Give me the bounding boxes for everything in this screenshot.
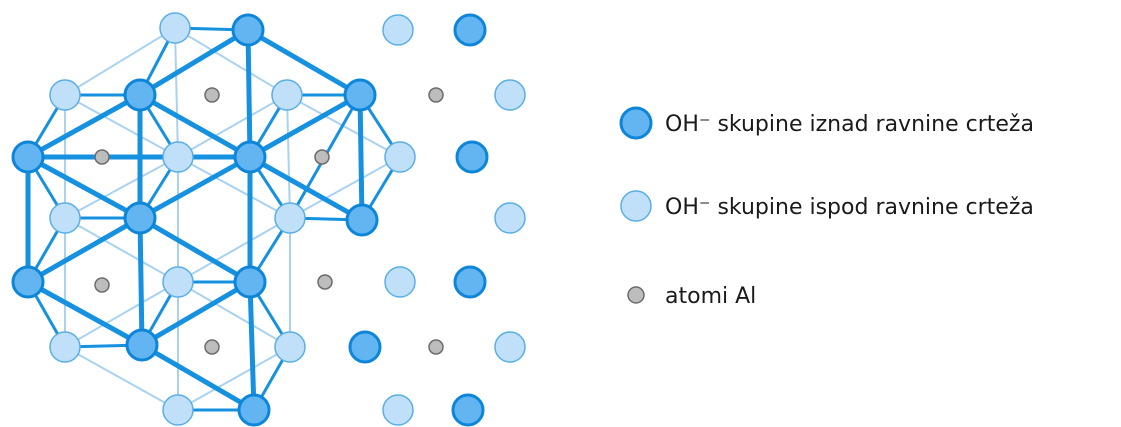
oh-lower-atom <box>382 14 414 46</box>
oh-lower-atom <box>274 202 306 234</box>
oh-upper-atom <box>233 265 267 299</box>
oh-upper-atom <box>343 78 377 112</box>
lower-bond <box>64 94 179 158</box>
oh-lower-atom <box>162 141 194 173</box>
oh-lower-atom <box>49 202 81 234</box>
oh-lower-atom <box>49 79 81 111</box>
oh-lower-atom <box>162 394 194 426</box>
upper-bond <box>137 215 145 348</box>
al-atom <box>317 274 333 290</box>
upper-bond <box>137 92 253 160</box>
upper-bond <box>137 27 251 98</box>
upper-bond <box>137 215 253 285</box>
oh-lower-legend-marker <box>620 190 652 222</box>
oh-upper-atom <box>237 393 271 427</box>
upper-bond <box>25 215 143 285</box>
upper-bond <box>25 279 145 348</box>
atoms-layer <box>11 12 526 427</box>
oh-upper-atom <box>125 328 159 362</box>
oh-lower-atom <box>494 331 526 363</box>
al-legend-marker <box>627 286 645 304</box>
lower-bond <box>64 346 179 411</box>
lower-bond <box>177 156 291 219</box>
lower-bond <box>177 281 291 348</box>
upper-bond <box>139 279 253 348</box>
lower-bond <box>289 156 401 219</box>
oh-lower-atom <box>382 394 414 426</box>
al-atom <box>204 87 220 103</box>
lower-bond <box>174 27 179 158</box>
al-atom <box>94 149 110 165</box>
oh-lower-atom <box>384 141 416 173</box>
lower-bond <box>177 346 291 411</box>
oh-upper-atom <box>345 203 379 237</box>
oh-upper-atom <box>123 201 157 235</box>
lower-bond <box>174 27 288 96</box>
oh-upper-legend-marker <box>619 106 653 140</box>
oh-lower-atom <box>384 266 416 298</box>
upper-bond <box>357 92 365 223</box>
lower-bond <box>64 281 179 348</box>
al-atom <box>314 149 330 165</box>
legend-label-oh-lower: OH⁻ skupine ispod ravnine crteža <box>665 195 1034 220</box>
oh-upper-atom <box>11 140 45 174</box>
upper-bond <box>25 92 143 160</box>
upper-bond <box>247 154 365 223</box>
lower-bond <box>177 217 291 283</box>
al-atom <box>428 339 444 355</box>
oh-upper-atom <box>123 78 157 112</box>
al-atom <box>428 87 444 103</box>
oh-upper-atom <box>11 265 45 299</box>
al-atom <box>94 277 110 293</box>
oh-lower-atom <box>494 202 526 234</box>
upper-bond <box>137 154 253 221</box>
legend-label-oh-upper: OH⁻ skupine iznad ravnine crteža <box>665 112 1034 137</box>
oh-lower-atom <box>159 12 191 44</box>
oh-upper-atom <box>348 330 382 364</box>
legend-item-oh-lower: OH⁻ skupine ispod ravnine crteža <box>620 190 1034 222</box>
oh-upper-atom <box>233 140 267 174</box>
upper-bond <box>139 342 257 413</box>
legend-label-al: atomi Al <box>665 284 756 309</box>
oh-upper-atom <box>453 265 487 299</box>
lower-bonds-layer <box>64 27 401 411</box>
oh-lower-atom <box>274 331 306 363</box>
upper-bond <box>245 27 253 160</box>
oh-lower-atom <box>494 79 526 111</box>
lower-bond <box>64 217 179 283</box>
legend: OH⁻ skupine iznad ravnine crteža OH⁻ sku… <box>619 106 1034 309</box>
lower-bond <box>177 94 288 158</box>
legend-item-oh-upper: OH⁻ skupine iznad ravnine crteža <box>619 106 1034 140</box>
oh-upper-atom <box>455 140 489 174</box>
oh-lower-atom <box>271 79 303 111</box>
oh-upper-atom <box>453 13 487 47</box>
upper-bond <box>247 279 257 413</box>
upper-bond <box>245 27 363 98</box>
lower-bond <box>64 156 179 219</box>
oh-upper-atom <box>451 393 485 427</box>
lower-bond <box>64 27 176 96</box>
oh-lower-atom <box>49 331 81 363</box>
upper-bond <box>247 92 363 160</box>
legend-item-al: atomi Al <box>627 284 756 309</box>
oh-upper-atom <box>231 13 265 47</box>
upper-bond <box>25 154 143 221</box>
al-atom <box>204 339 220 355</box>
oh-lower-atom <box>162 266 194 298</box>
lower-bond <box>286 94 291 219</box>
